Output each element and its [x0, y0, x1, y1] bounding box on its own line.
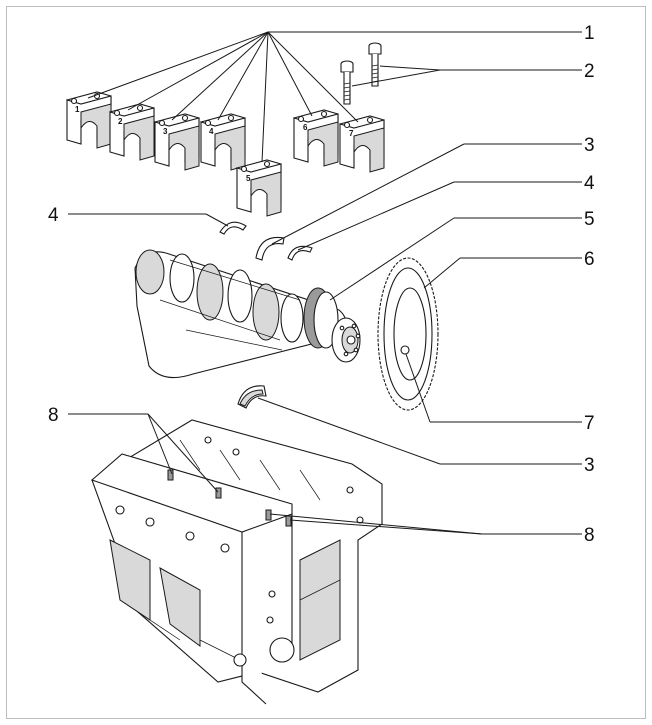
cap-number-2: 2 [118, 117, 123, 126]
cap-number-6: 6 [303, 123, 308, 132]
main-bearing-cap-7: 7 [338, 115, 385, 173]
cap-number-7: 7 [349, 129, 354, 138]
cylinder-block [90, 419, 383, 705]
main-bearing-cap-4: 4 [199, 113, 246, 171]
bearing-shell-upper [255, 236, 285, 261]
main-bearing-cap-1: 1 [65, 91, 112, 149]
cap-number-5: 5 [246, 174, 251, 183]
thrust-washer-right [287, 245, 313, 261]
gear-bolt [400, 345, 410, 355]
bearing-shell-lower [237, 385, 267, 409]
cap-bolt-right [368, 42, 382, 87]
callout-8-right: 8 [584, 525, 595, 546]
callout-8-left: 8 [48, 405, 59, 426]
callout-5: 5 [584, 209, 595, 230]
leader-lines [68, 31, 582, 535]
callout-3-top: 3 [584, 135, 595, 156]
cap-number-4: 4 [209, 127, 214, 136]
cap-bolt-left [340, 60, 354, 105]
callout-7: 7 [584, 413, 595, 434]
callout-6: 6 [584, 249, 595, 270]
main-bearing-cap-6: 6 [292, 109, 339, 167]
main-bearing-cap-2: 2 [108, 103, 155, 161]
cap-number-3: 3 [163, 127, 168, 136]
callout-3-bottom: 3 [584, 455, 595, 476]
diagram-border [6, 6, 646, 719]
callout-4-right: 4 [584, 173, 595, 194]
callout-4-left: 4 [48, 205, 59, 226]
cap-number-1: 1 [75, 105, 80, 114]
callout-1: 1 [584, 23, 595, 44]
flywheel-gear [377, 257, 439, 411]
main-bearing-cap-3: 3 [153, 113, 200, 171]
callout-2: 2 [584, 61, 595, 82]
main-bearing-cap-5: 5 [235, 159, 282, 217]
crankshaft [134, 249, 361, 379]
